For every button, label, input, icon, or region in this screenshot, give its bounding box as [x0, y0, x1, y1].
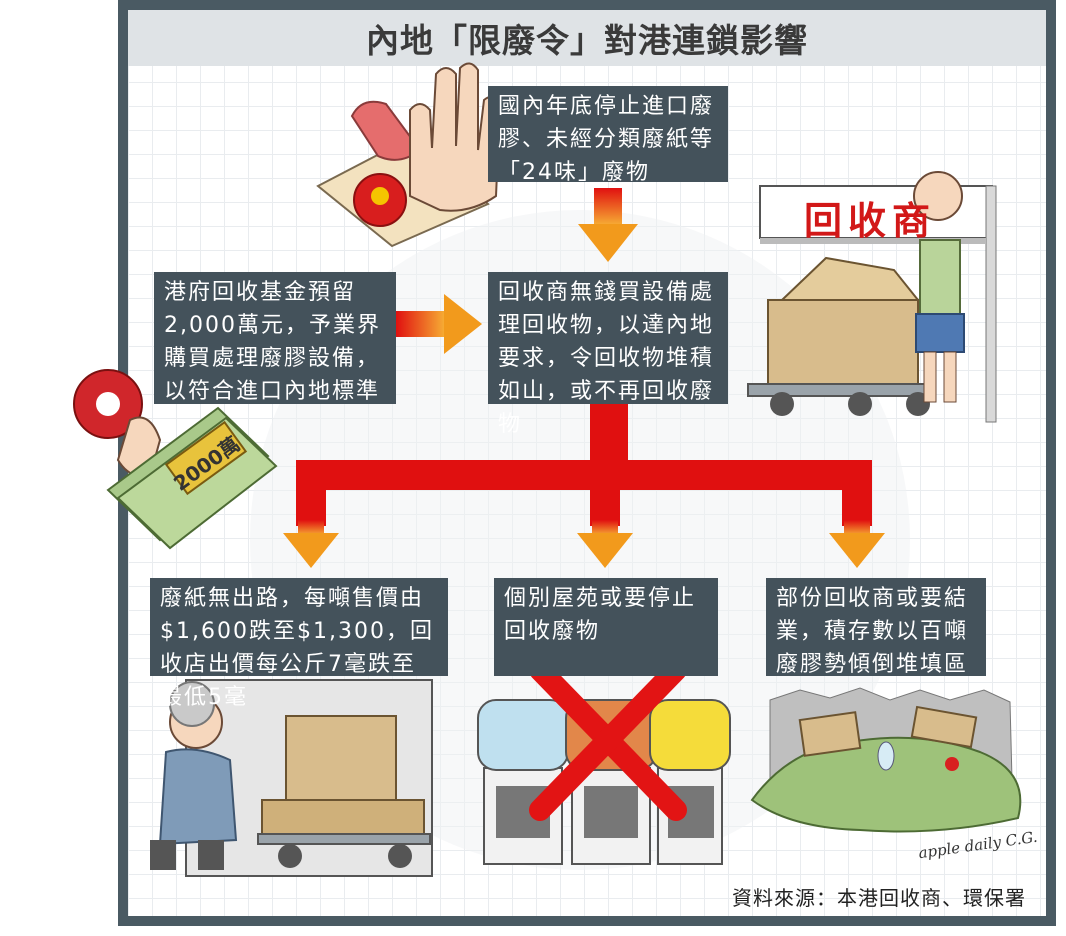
ban-box: 國內年底停止進口廢膠、未經分類廢紙等「24味」廢物: [488, 86, 728, 185]
title-band: [128, 10, 1046, 66]
arrow-fund-to-recyclers: [396, 294, 482, 354]
recyclers-box: 回收商無錢買設備處理回收物，以達內地要求，令回收物堆積如山，或不再回收廢物: [488, 272, 728, 437]
page-title: 內地「限廢令」對港連鎖影響: [366, 21, 808, 60]
stop-hand-illustration: [316, 62, 502, 248]
arrow-to-closure: [829, 520, 885, 568]
source-credit: 資料來源：本港回收商、環保署: [732, 886, 1026, 910]
arrow-to-paper: [283, 520, 339, 568]
elderly-cart-illustration: [150, 679, 433, 877]
closure-box: 部份回收商或要結業，積存數以百噸廢膠勢傾倒堆填區: [766, 578, 986, 677]
recycler-cart-illustration: [747, 171, 997, 423]
estates-box: 個別屋苑或要停止回收廢物: [494, 578, 718, 676]
recycling-bins-illustration: [477, 699, 731, 865]
branch-connector: [296, 404, 872, 526]
landfill-illustration: [750, 687, 1022, 833]
arrow-ban-to-recyclers: [578, 188, 638, 262]
paper-box: 廢紙無出路，每噸售價由$1,600跌至$1,300，回收店出價每公斤7毫跌至最低…: [150, 578, 448, 710]
arrow-to-estates: [577, 520, 633, 568]
fund-box: 港府回收基金預留2,000萬元，予業界購買處理廢膠設備，以符合進口內地標準: [154, 272, 396, 404]
recycler-sign-text: 回收商: [803, 199, 936, 243]
cash-hand-illustration: [73, 369, 278, 550]
cross-mark: [529, 659, 687, 821]
